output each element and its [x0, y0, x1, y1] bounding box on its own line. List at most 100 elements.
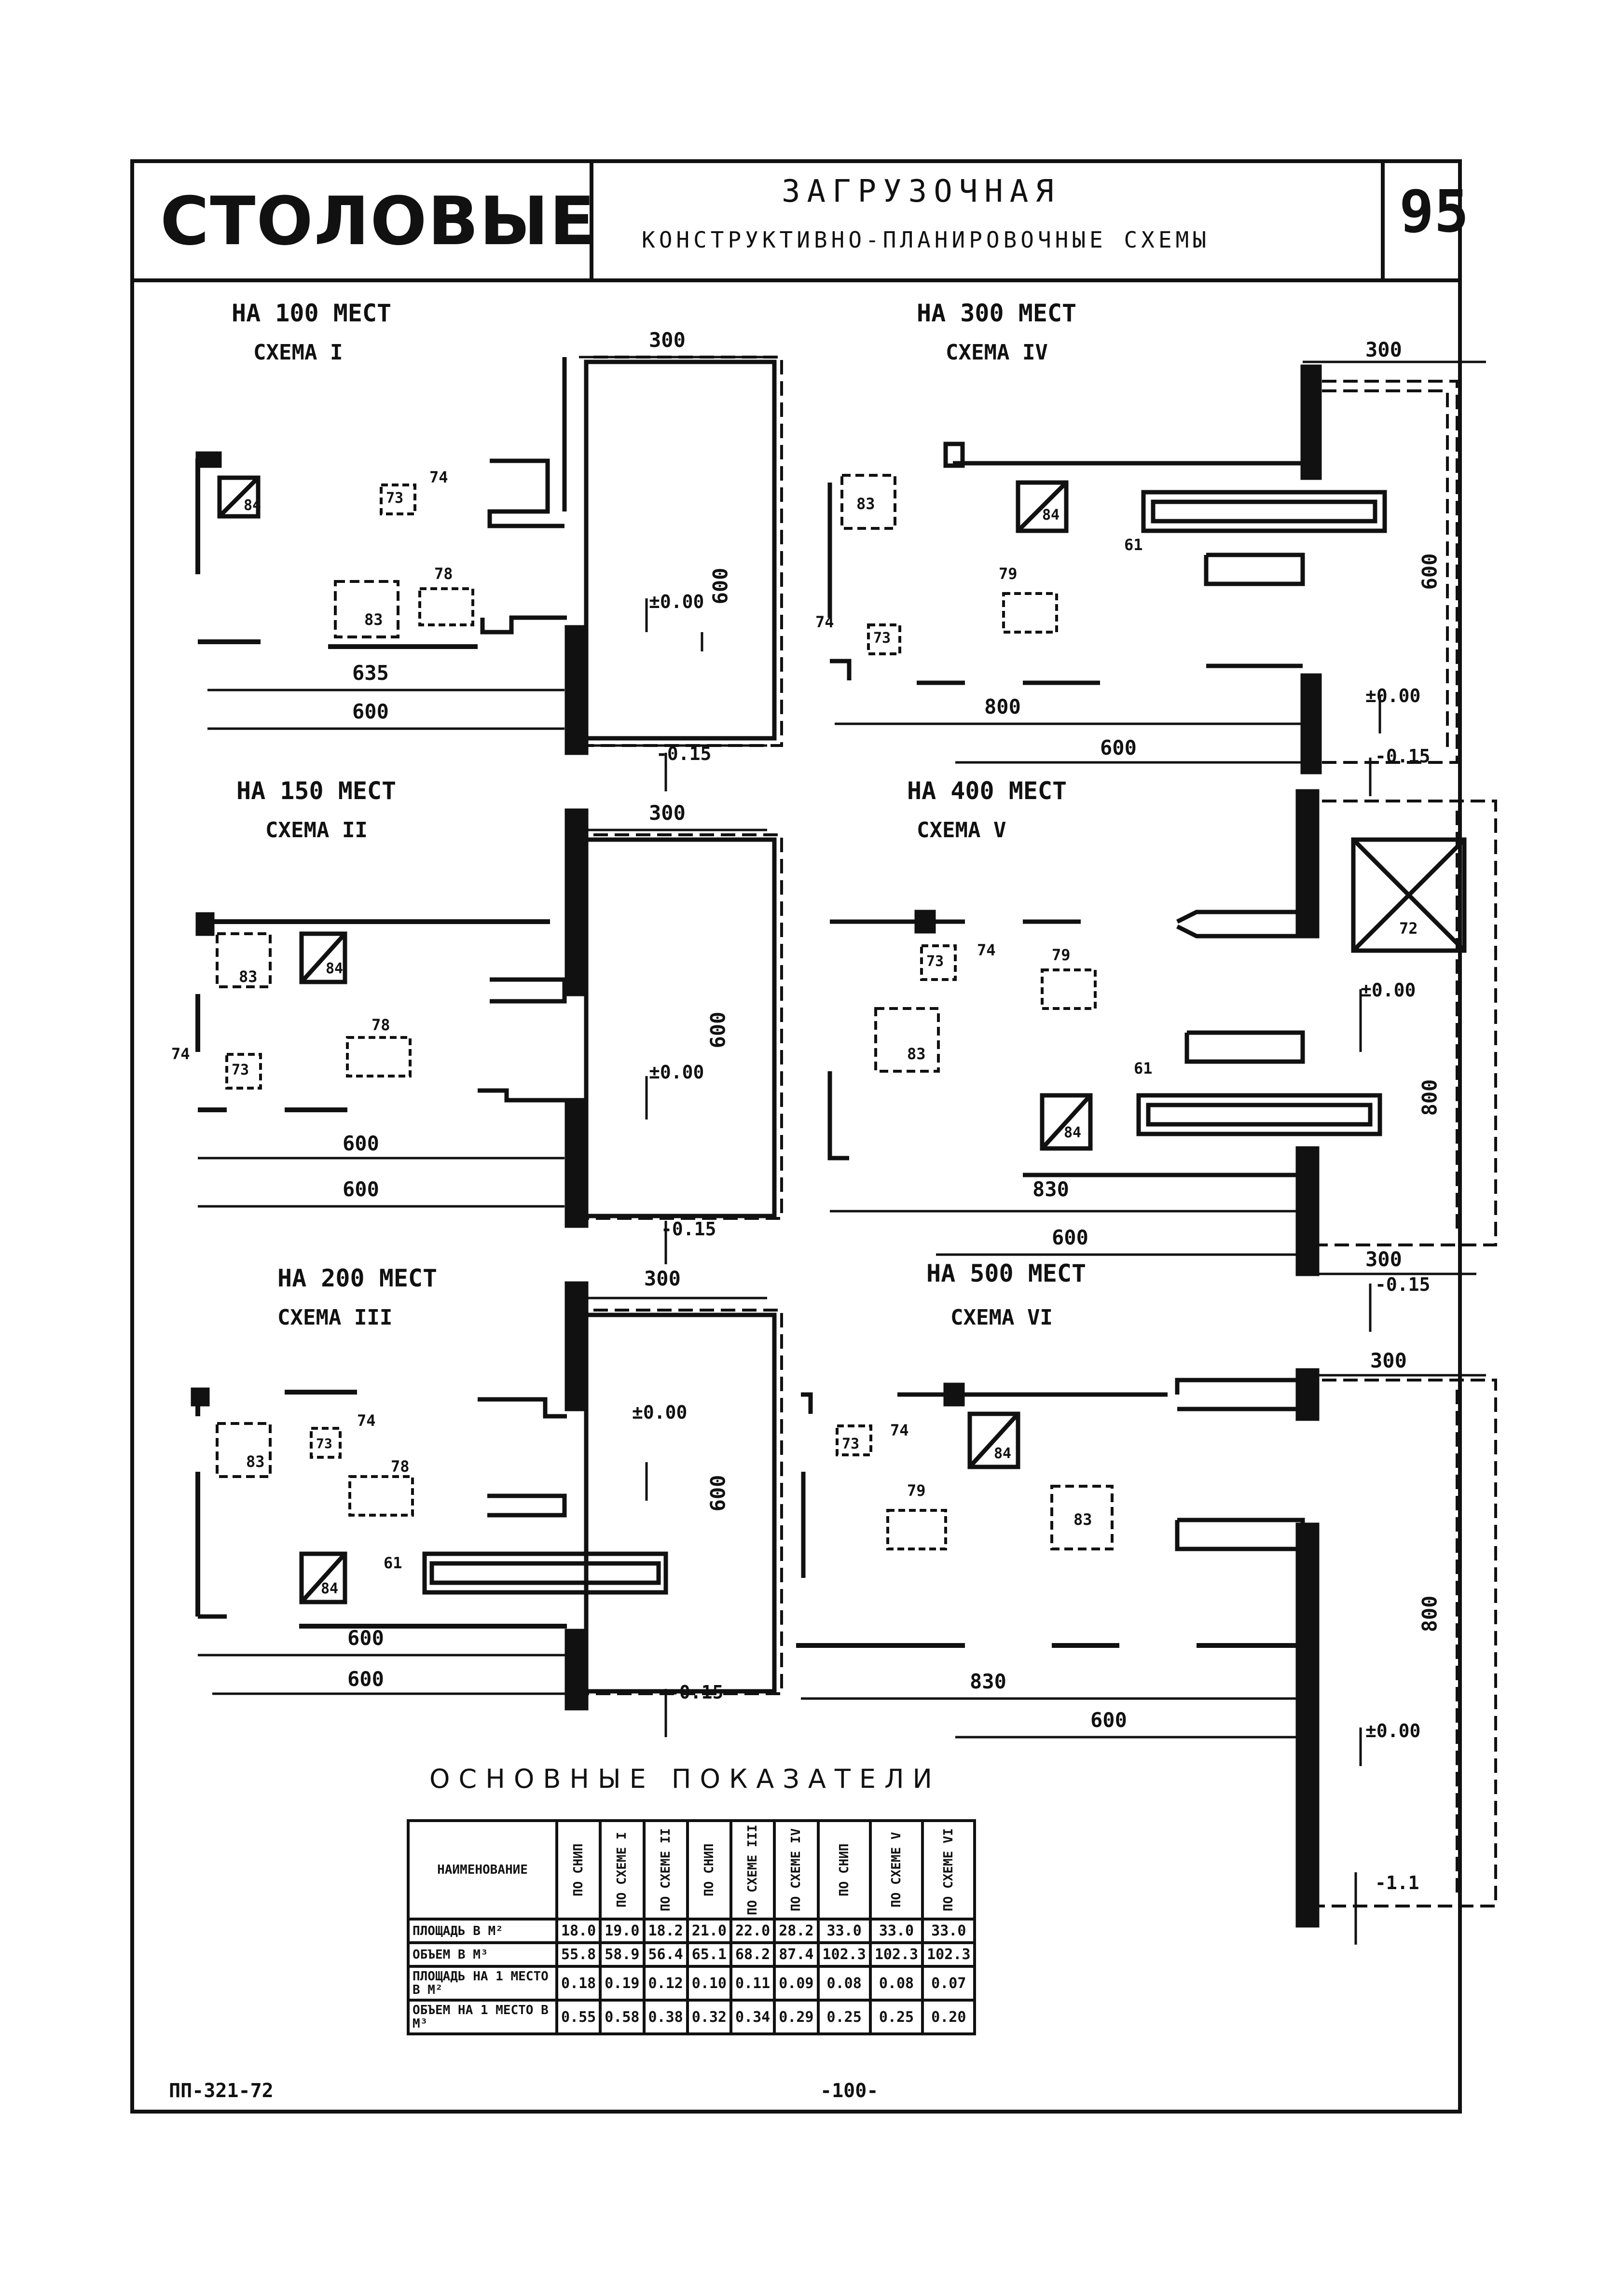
indicators-title: ОСНОВНЫЕ ПОКАЗАТЕЛИ: [429, 1764, 941, 1794]
column-header: ПО СХЕМЕ IV: [774, 1821, 818, 1919]
dim-s6-600: 600: [1090, 1708, 1127, 1732]
room-s1-84: 84: [244, 497, 261, 514]
dim-s5-830: 830: [1032, 1177, 1069, 1201]
room-s3-61: 61: [384, 1554, 402, 1572]
plan-scheme-5: [827, 789, 1497, 1276]
room-s2-83: 83: [239, 967, 258, 986]
sheet-frame: [130, 159, 1462, 2114]
dim-s6-800v: 800: [1418, 1595, 1442, 1632]
dim-s2-600b: 600: [343, 1177, 379, 1201]
scheme-1-name: СХЕМА I: [253, 340, 343, 365]
level-s4-015: -0.15: [1375, 746, 1431, 767]
table-cell: 0.25: [868, 1999, 924, 2035]
subtitle-main: ЗАГРУЗОЧНАЯ: [782, 174, 1060, 209]
scheme-3-seats: НА 200 МЕСТ: [277, 1264, 438, 1292]
table-cell: 0.11: [729, 1965, 776, 2002]
room-s1-83: 83: [364, 610, 383, 629]
room-s5-72: 72: [1399, 919, 1418, 938]
room-s5-84: 84: [1064, 1124, 1082, 1141]
column-header: ПО СХЕМЕ V: [870, 1821, 923, 1919]
dim-s3-300: 300: [644, 1267, 681, 1290]
dim-s5-300: 300: [1365, 1247, 1402, 1271]
table-cell: 0.32: [686, 1999, 733, 2035]
scheme-5-seats: НА 400 МЕСТ: [907, 777, 1067, 805]
table-cell: 18.2: [642, 1918, 689, 1944]
scheme-4-seats: НА 300 МЕСТ: [917, 299, 1077, 327]
table-cell: 0.38: [642, 1999, 689, 2035]
level-s1-0: ±0.00: [649, 591, 704, 612]
room-s6-79: 79: [907, 1481, 926, 1500]
dim-s1-300: 300: [649, 328, 686, 352]
scheme-5-name: СХЕМА V: [917, 818, 1006, 843]
scheme-2-name: СХЕМА II: [265, 818, 368, 843]
scheme-3-name: СХЕМА III: [277, 1305, 393, 1330]
table-cell: 0.19: [599, 1965, 646, 2002]
column-header: НАИМЕНОВАНИЕ: [407, 1819, 558, 1921]
level-s2-0: ±0.00: [649, 1062, 704, 1083]
room-s4-73: 73: [873, 630, 891, 647]
column-header: ПО СХЕМЕ II: [644, 1821, 688, 1919]
dim-s4-600: 600: [1100, 736, 1137, 760]
table-cell: 56.4: [642, 1941, 689, 1968]
table-row: ПЛОЩАДЬ НА 1 МЕСТО В М² 0.18 0.19 0.12 0…: [407, 1965, 977, 2002]
table-cell: 0.10: [686, 1965, 733, 2002]
room-s6-74: 74: [890, 1421, 909, 1439]
room-s2-73: 73: [232, 1062, 249, 1078]
column-header: ПО СНИП: [818, 1821, 870, 1919]
title-block: СТОЛОВЫЕ ЗАГРУЗОЧНАЯ КОНСТРУКТИВНО-ПЛАНИ…: [130, 159, 1469, 282]
row-name: ОБЪЕМ НА 1 МЕСТО В М³: [407, 1999, 558, 2035]
room-s6-84: 84: [994, 1445, 1012, 1462]
table-cell: 21.0: [686, 1918, 733, 1944]
table-cell: 18.0: [555, 1918, 602, 1944]
room-s2-74: 74: [171, 1045, 190, 1063]
table-cell: 33.0: [816, 1918, 872, 1944]
table-cell: 19.0: [599, 1918, 646, 1944]
subtitle-cell: ЗАГРУЗОЧНАЯ КОНСТРУКТИВНО-ПЛАНИРОВОЧНЫЕ …: [593, 159, 1385, 278]
row-name: ПЛОЩАДЬ НА 1 МЕСТО В М²: [407, 1965, 558, 2002]
dimension-lines: [198, 356, 1486, 1945]
room-s4-83: 83: [856, 495, 875, 513]
row-name: ОБЪЕМ В М³: [407, 1941, 558, 1968]
dim-s4-600v: 600: [1418, 553, 1442, 590]
table-header-row: НАИМЕНОВАНИЕ ПО СНИП ПО СХЕМЕ I ПО СХЕМЕ…: [407, 1819, 975, 1921]
table-cell: 0.25: [816, 1999, 872, 2035]
level-s5-0: ±0.00: [1361, 980, 1416, 1001]
table-row: ПЛОЩАДЬ В М² 18.0 19.0 18.2 21.0 22.0 28…: [407, 1918, 977, 1944]
table-cell: 28.2: [773, 1918, 820, 1944]
table-cell: 87.4: [773, 1941, 820, 1968]
column-header: ПО СНИП: [557, 1821, 601, 1919]
room-s2-78: 78: [372, 1016, 390, 1034]
level-s6-11: -1.1: [1375, 1872, 1419, 1893]
room-s4-74: 74: [815, 613, 834, 631]
level-s4-0: ±0.00: [1365, 685, 1421, 706]
level-s3-0: ±0.00: [632, 1402, 688, 1423]
room-s4-61: 61: [1124, 536, 1143, 554]
room-s5-61: 61: [1134, 1059, 1153, 1078]
dim-s4-800: 800: [984, 695, 1021, 719]
dim-s1-635: 635: [352, 661, 389, 685]
table-cell: 102.3: [816, 1941, 872, 1968]
dim-s2-600v: 600: [706, 1011, 730, 1049]
dim-s1-600: 600: [352, 700, 389, 723]
table-cell: 33.0: [868, 1918, 924, 1944]
plan-scheme-1: [195, 356, 783, 755]
table-cell: 0.29: [773, 1999, 820, 2035]
room-s6-73: 73: [842, 1436, 860, 1452]
column-header: ПО СХЕМЕ I: [600, 1821, 644, 1919]
indicators-table: НАИМЕНОВАНИЕ ПО СНИП ПО СХЕМЕ I ПО СХЕМЕ…: [407, 1819, 977, 2035]
document-code: ПП-321-72: [169, 2080, 274, 2102]
table-cell: 0.08: [868, 1965, 924, 2002]
table-cell: 65.1: [686, 1941, 733, 1968]
table-cell: 33.0: [921, 1918, 977, 1944]
dim-s6-830: 830: [970, 1670, 1006, 1693]
plan-scheme-6: [796, 1368, 1497, 1928]
plan-scheme-3: [191, 1281, 783, 1711]
dim-s2-600a: 600: [343, 1132, 379, 1155]
room-s3-74: 74: [357, 1411, 376, 1430]
table-row: ОБЪЕМ В М³ 55.8 58.9 56.4 65.1 68.2 87.4…: [407, 1941, 977, 1968]
table-cell: 22.0: [729, 1918, 776, 1944]
subtitle-sub: КОНСТРУКТИВНО-ПЛАНИРОВОЧНЫЕ СХЕМЫ: [642, 227, 1210, 253]
plan-scheme-2: [195, 808, 783, 1228]
title-cell: СТОЛОВЫЕ: [130, 159, 595, 278]
